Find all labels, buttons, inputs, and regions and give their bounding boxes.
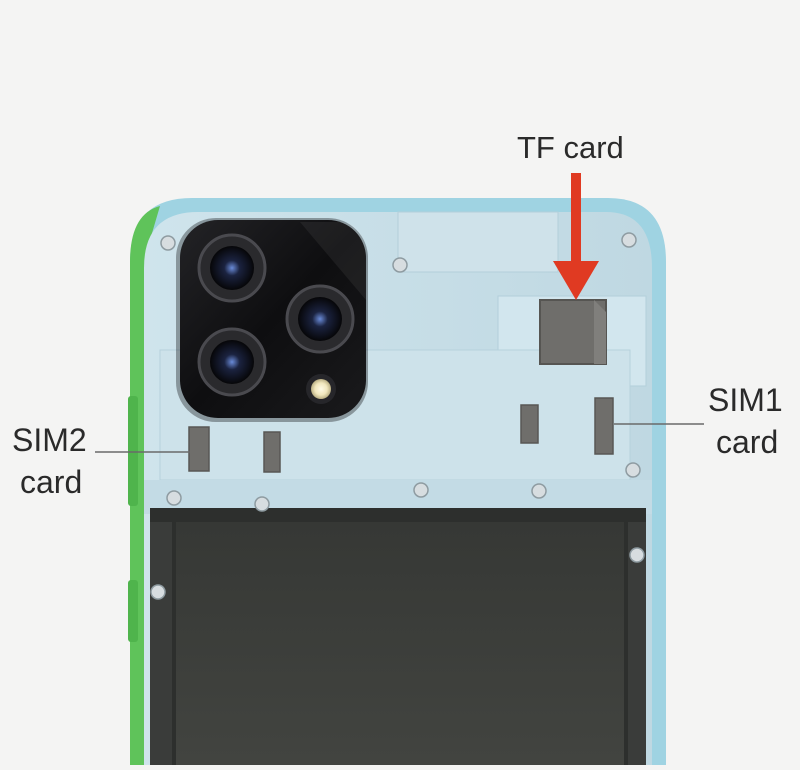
display-panel xyxy=(176,522,624,765)
screw xyxy=(531,483,547,499)
sim1-card-label: card xyxy=(716,424,779,460)
side-button xyxy=(128,396,138,506)
flash-icon xyxy=(306,374,336,404)
frame-panel xyxy=(397,211,559,273)
sim1-slot-small xyxy=(520,404,539,444)
tf-card-slot-edge xyxy=(594,300,606,364)
screw xyxy=(629,547,645,563)
tf-card-label: TF card xyxy=(517,130,624,165)
arrow-down-icon xyxy=(553,173,599,300)
screw xyxy=(160,235,176,251)
sim2-card-label: card xyxy=(20,464,83,500)
camera-lens-icon xyxy=(197,327,267,397)
display-side-rail xyxy=(628,522,646,765)
side-button xyxy=(128,580,138,642)
screw xyxy=(413,482,429,498)
sim1-label: SIM1 xyxy=(708,382,783,418)
screw xyxy=(150,584,166,600)
screw xyxy=(166,490,182,506)
screw xyxy=(621,232,637,248)
camera-lens-icon xyxy=(285,284,355,354)
display-side-rail xyxy=(150,522,172,765)
sim2-slot-small xyxy=(263,431,281,473)
screw xyxy=(254,496,270,512)
screw xyxy=(625,462,641,478)
sim2-label: SIM2 xyxy=(12,422,87,458)
sim1-slot xyxy=(594,397,614,455)
screw xyxy=(392,257,408,273)
camera-lens-icon xyxy=(197,233,267,303)
camera-glass-reflection xyxy=(300,222,366,300)
sim2-slot xyxy=(188,426,210,472)
screws xyxy=(150,232,645,600)
